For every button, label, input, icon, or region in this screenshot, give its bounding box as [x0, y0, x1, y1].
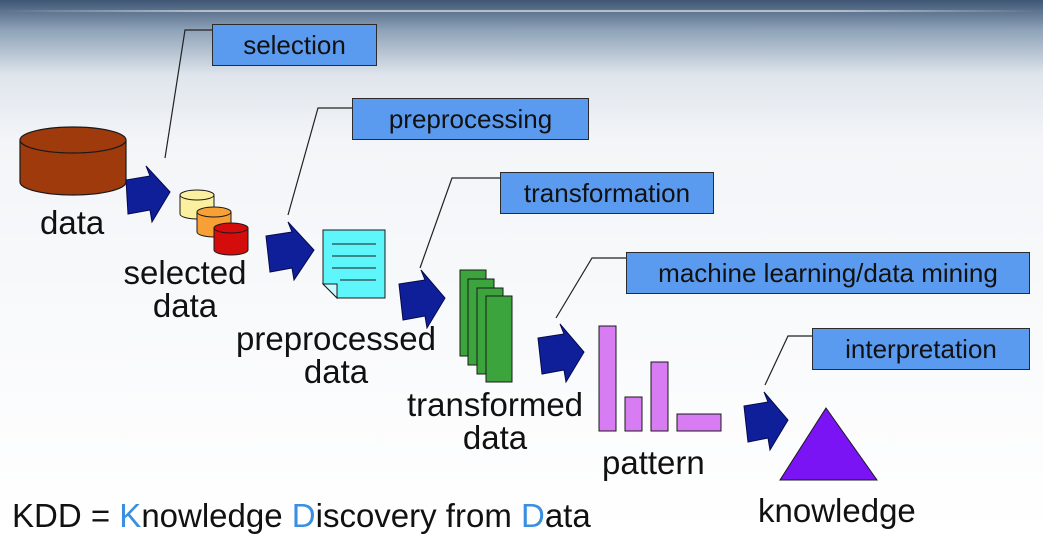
stage-preprocessed-label: preprocessed data	[232, 322, 440, 388]
stage-data-label: data	[40, 204, 105, 241]
stage-transformed-line1: transformed	[406, 386, 584, 423]
step-selection-label: selection	[243, 30, 346, 60]
transformed-pages-icon	[459, 269, 513, 383]
kdd-word-discovery: iscovery from	[315, 497, 521, 534]
flow-arrow-icon	[265, 221, 315, 282]
flow-arrow-icon	[743, 391, 789, 452]
stage-transformed-line2: data	[462, 419, 528, 456]
stage-preprocessed-line1: preprocessed	[236, 320, 436, 357]
step-preprocessing-box: preprocessing	[352, 98, 589, 140]
header-highlight	[0, 10, 1043, 12]
flow-arrow-icon	[125, 165, 171, 224]
step-interpretation-box: interpretation	[812, 328, 1030, 370]
stage-selected-line1: selected	[123, 254, 247, 291]
stage-transformed-label: transformed data	[400, 388, 590, 454]
step-interpretation-label: interpretation	[845, 334, 997, 364]
interpretation-leader	[764, 335, 812, 386]
stage-pattern-label: pattern	[602, 444, 705, 481]
preprocessing-leader	[287, 107, 352, 216]
stage-knowledge-label: knowledge	[758, 492, 916, 529]
mining-leader	[555, 257, 626, 319]
step-transformation-box: transformation	[500, 172, 714, 214]
pattern-bars-icon	[598, 325, 722, 432]
stage-selected-line2: data	[152, 287, 218, 324]
kdd-definition: KDD = Knowledge Discovery from Data	[12, 496, 591, 536]
kdd-prefix: KDD =	[12, 497, 120, 534]
step-selection-box: selection	[212, 24, 377, 66]
kdd-letter-d2: D	[520, 497, 545, 534]
transformation-leader	[419, 177, 500, 269]
data-cylinder-icon	[19, 126, 127, 196]
stage-preprocessed-line2: data	[303, 353, 369, 390]
knowledge-triangle-icon	[779, 407, 878, 481]
flow-arrow-icon	[398, 269, 446, 330]
kdd-letter-k: K	[119, 497, 142, 534]
flow-arrow-icon	[537, 323, 585, 384]
selected-data-cylinders-icon	[179, 189, 249, 256]
kdd-letter-d: D	[291, 497, 316, 534]
kdd-word-data: ata	[544, 497, 591, 534]
preprocessed-document-icon	[321, 229, 386, 300]
step-preprocessing-label: preprocessing	[388, 104, 553, 134]
step-transformation-label: transformation	[523, 178, 691, 208]
kdd-word-knowledge: nowledge	[141, 497, 292, 534]
step-mining-label: machine learning/data mining	[658, 258, 998, 288]
selection-leader	[164, 29, 212, 159]
step-mining-box: machine learning/data mining	[626, 252, 1030, 294]
stage-selected-label: selected data	[110, 256, 260, 322]
